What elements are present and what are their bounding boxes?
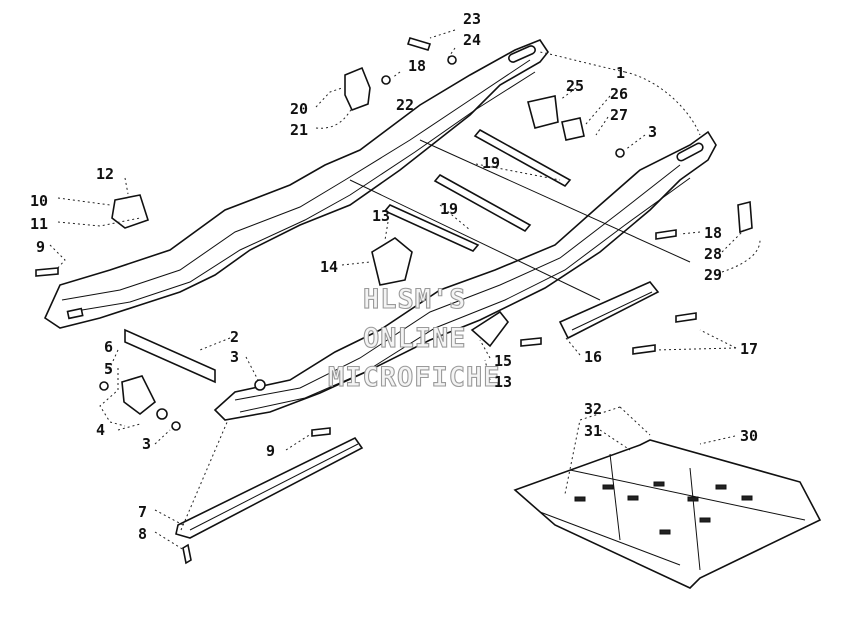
watermark-line-3: MICROFICHE xyxy=(328,362,501,393)
rail-block-2 xyxy=(124,328,216,384)
callout-32: 32 xyxy=(584,400,602,418)
callout-25: 25 xyxy=(566,77,584,95)
callout-10: 10 xyxy=(30,192,48,210)
callout-labels: 23 24 18 1 20 22 21 25 26 27 3 12 19 10 … xyxy=(30,10,758,543)
callout-12: 12 xyxy=(96,165,114,183)
callout-18: 18 xyxy=(408,57,426,75)
callout-29: 29 xyxy=(704,266,722,284)
watermark-line-1: HLSM'S xyxy=(363,284,467,315)
callout-13b: 13 xyxy=(494,373,512,391)
callout-22: 22 xyxy=(396,96,414,114)
callout-20: 20 xyxy=(290,100,308,118)
callout-8: 8 xyxy=(138,525,147,543)
callout-9: 9 xyxy=(36,238,45,256)
callout-3c: 3 xyxy=(142,435,151,453)
track-30 xyxy=(513,439,822,589)
callout-21: 21 xyxy=(290,121,308,139)
upper-rail xyxy=(43,39,549,329)
callout-5: 5 xyxy=(104,360,113,378)
callout-14: 14 xyxy=(320,258,338,276)
callout-7: 7 xyxy=(138,503,147,521)
cross-shafts xyxy=(349,128,691,301)
callout-18b: 18 xyxy=(704,224,722,242)
callout-6: 6 xyxy=(104,338,113,356)
leader-lines xyxy=(49,29,761,551)
callout-24: 24 xyxy=(463,31,481,49)
callout-11: 11 xyxy=(30,215,48,233)
callout-9b: 9 xyxy=(266,442,275,460)
callout-19: 19 xyxy=(482,154,500,172)
callout-3b: 3 xyxy=(230,348,239,366)
lower-rail xyxy=(213,130,717,421)
callout-31: 31 xyxy=(584,422,602,440)
watermark: HLSM'S ONLINE MICROFICHE xyxy=(327,283,501,393)
callout-26: 26 xyxy=(610,85,628,103)
small-parts xyxy=(35,37,753,565)
callout-30: 30 xyxy=(740,427,758,445)
callout-2: 2 xyxy=(230,328,239,346)
callout-16: 16 xyxy=(584,348,602,366)
callout-19b: 19 xyxy=(440,200,458,218)
callout-15: 15 xyxy=(494,352,512,370)
callout-4: 4 xyxy=(96,421,105,439)
callout-23: 23 xyxy=(463,10,481,28)
callout-17: 17 xyxy=(740,340,758,358)
callout-3: 3 xyxy=(648,123,657,141)
callout-28: 28 xyxy=(704,245,722,263)
callout-1: 1 xyxy=(616,64,625,82)
callout-27: 27 xyxy=(610,106,628,124)
slide-rail-7 xyxy=(175,436,364,539)
slide-bracket-16 xyxy=(558,281,660,340)
watermark-line-2: ONLINE xyxy=(363,323,467,354)
callout-13: 13 xyxy=(372,207,390,225)
